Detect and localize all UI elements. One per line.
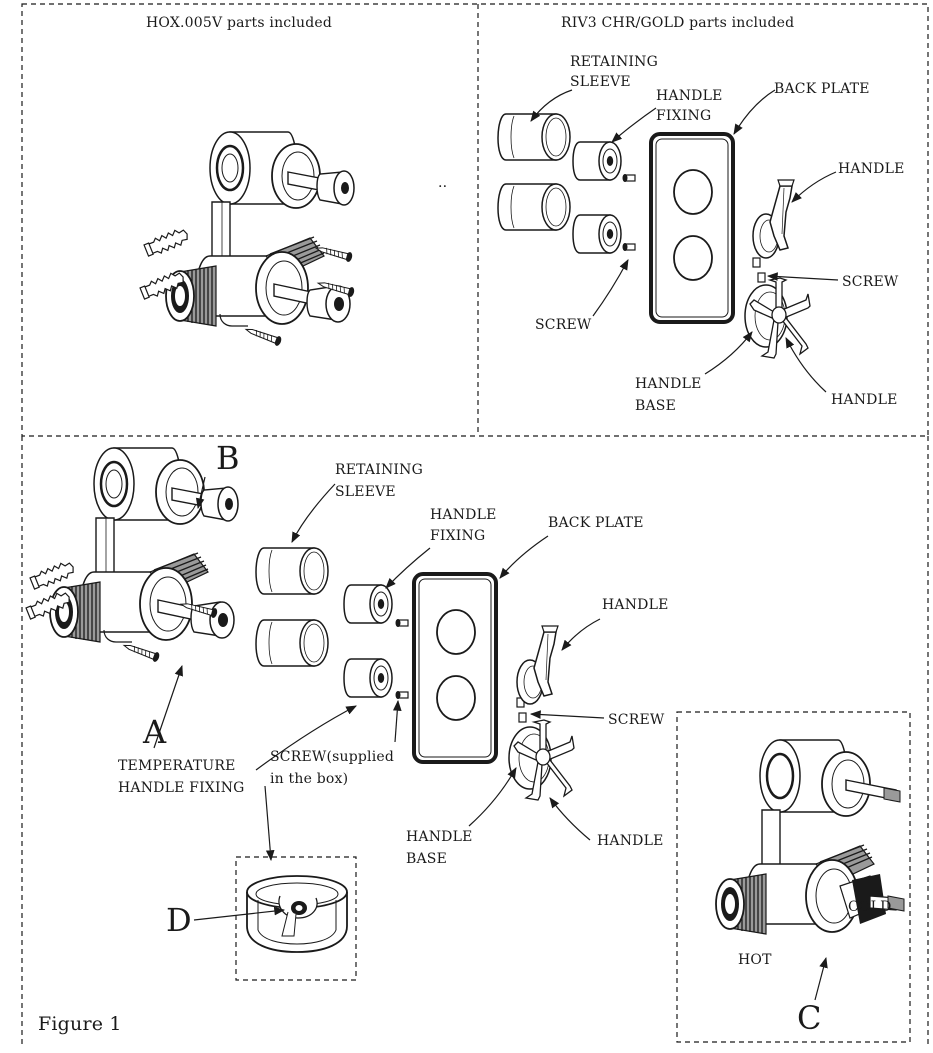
top-right-panel-title: RIV3 CHR/GOLD parts included [561,15,795,31]
b-retaining-sleeve-label-1: RETAINING [335,462,423,478]
letter-a: A [143,713,167,751]
handle-fixings-top [572,141,622,254]
tr-back-plate-label: BACK PLATE [774,81,870,97]
retaining-sleeves-top [497,113,571,231]
figure-caption: Figure 1 [38,1013,122,1035]
retaining-sleeves-bottom [255,547,329,667]
cross-handle-bottom [508,719,575,801]
hox-valve-top [164,130,356,328]
panel-borders [21,3,929,1046]
b-temperature-label-1: TEMPERATURE [118,758,236,774]
letter-d: D [166,901,192,939]
leaders-top-right [530,89,839,393]
tr-handle-base-label-1: HANDLE [635,376,702,392]
leaders-bottom [153,476,828,1001]
tr-handle-top-label: HANDLE [838,161,905,177]
cold-label: COLD [848,899,892,915]
b-handle-base-label-2: BASE [406,851,448,867]
lever-handle-bottom [516,625,559,705]
letter-b: B [216,439,240,477]
b-handle-fixing-label-1: HANDLE [430,507,497,523]
b-screw-supplied-label-1: SCREW(supplied [270,749,395,765]
hot-label: HOT [738,952,772,968]
back-plate-bottom [412,572,498,764]
b-handle-base-label-1: HANDLE [406,829,473,845]
b-temperature-label-2: HANDLE FIXING [118,780,245,796]
cross-handle-top [744,277,811,359]
b-screw-supplied-label-2: in the box) [270,771,349,787]
letter-c: C [797,999,822,1037]
tr-handle-bottom-label: HANDLE [831,392,898,408]
tr-handle-base-label-2: BASE [635,398,677,414]
b-retaining-sleeve-label-2: SLEEVE [335,484,396,500]
screws-top [621,173,766,283]
b-back-plate-label: BACK PLATE [548,515,644,531]
handle-fixings-bottom [343,584,393,698]
b-handle-bottom-label: HANDLE [597,833,664,849]
tr-handle-fixing-label-2: FIXING [656,108,712,124]
tr-retaining-sleeve-label-1: RETAINING [570,54,658,70]
tr-handle-fixing-label-1: HANDLE [656,88,723,104]
tr-screw-right-label: SCREW [842,274,899,290]
b-handle-top-label: HANDLE [602,597,669,613]
tr-retaining-sleeve-label-2: SLEEVE [570,74,631,90]
lever-handle-top [752,179,795,259]
top-left-panel-dots: .. [438,175,448,191]
detail-d-fixing [246,875,348,953]
b-handle-fixing-label-2: FIXING [430,528,486,544]
tr-screw-left-label: SCREW [535,317,592,333]
b-screw-right-label: SCREW [608,712,665,728]
top-left-panel-title: HOX.005V parts included [146,15,333,31]
back-plate-top [649,132,735,324]
